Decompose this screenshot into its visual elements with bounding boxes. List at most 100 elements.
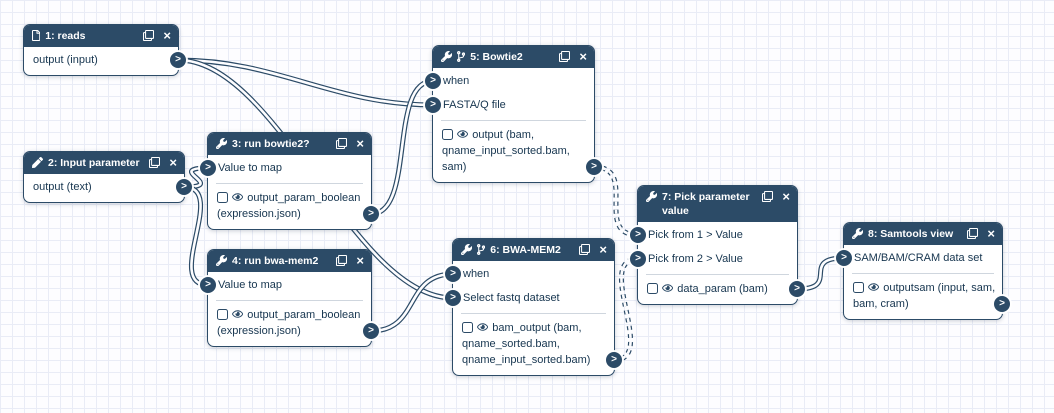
- workflow-edge[interactable]: [593, 164, 639, 238]
- close-icon: ×: [579, 49, 587, 64]
- output-connector[interactable]: >: [170, 52, 186, 68]
- output-connector[interactable]: >: [363, 323, 379, 339]
- remove-node-button[interactable]: ×: [356, 137, 364, 150]
- output-checkbox[interactable]: [853, 282, 864, 293]
- eye-icon[interactable]: [868, 280, 880, 296]
- input-label: Value to map: [218, 162, 283, 174]
- output-checkbox[interactable]: [217, 309, 228, 320]
- eye-icon[interactable]: [232, 190, 244, 206]
- output-checkbox[interactable]: [442, 129, 453, 140]
- duplicate-node-button[interactable]: [579, 244, 591, 255]
- duplicate-node-button[interactable]: [559, 51, 571, 62]
- node-8[interactable]: 8: Samtools view × >SAM/BAM/CRAM data set o…: [836, 222, 1010, 320]
- remove-node-button[interactable]: ×: [169, 156, 177, 169]
- output-checkbox[interactable]: [462, 322, 473, 333]
- node-header[interactable]: 1: reads×: [24, 25, 178, 47]
- clone-icon: [559, 51, 571, 62]
- remove-node-button[interactable]: ×: [163, 28, 171, 43]
- clone-icon: [336, 255, 348, 266]
- output-connector[interactable]: >: [363, 206, 379, 222]
- node-body: >Pick from 1 > Value>Pick from 2 > Value…: [630, 222, 805, 304]
- node-title: 8: Samtools view: [868, 228, 954, 240]
- node-header-actions: ×: [559, 49, 587, 64]
- node-title: 4: run bwa-mem2: [232, 255, 319, 267]
- input-connector[interactable]: >: [200, 160, 216, 176]
- input-label: when: [463, 268, 490, 280]
- node-7[interactable]: 7: Pick parameter value×>Pick from 1 > V…: [630, 185, 805, 305]
- node-header[interactable]: 2: Input parameter×: [24, 152, 184, 174]
- section-divider: [646, 274, 789, 275]
- clone-icon: [143, 30, 155, 41]
- input-connector[interactable]: >: [425, 73, 441, 89]
- node-output-row: output (bam, qname_input_sorted.bam, sam…: [433, 123, 602, 179]
- duplicate-node-button[interactable]: [967, 228, 979, 239]
- node-header[interactable]: 3: run bowtie2? ×: [208, 133, 371, 155]
- workflow-edge[interactable]: [613, 256, 639, 363]
- node-title: 3: run bowtie2?: [232, 138, 310, 150]
- input-connector[interactable]: >: [630, 227, 646, 243]
- input-connector[interactable]: >: [200, 277, 216, 293]
- close-icon: ×: [163, 28, 171, 43]
- input-connector[interactable]: >: [445, 266, 461, 282]
- workflow-edge[interactable]: [370, 271, 454, 334]
- output-connector[interactable]: >: [606, 352, 622, 368]
- node-2[interactable]: 2: Input parameter×output (text)>: [23, 151, 192, 203]
- node-input-row: >Value to map: [200, 273, 371, 297]
- eye-icon[interactable]: [457, 127, 469, 143]
- output-connector[interactable]: >: [994, 296, 1010, 312]
- node-header[interactable]: 6: BWA-MEM2×: [453, 239, 614, 261]
- remove-node-button[interactable]: ×: [987, 227, 995, 240]
- workflow-edge[interactable]: [177, 57, 434, 108]
- node-header-actions: ×: [143, 28, 171, 43]
- eye-icon[interactable]: [232, 307, 244, 323]
- code-branch-icon: [477, 244, 486, 255]
- workflow-edge[interactable]: [183, 165, 209, 190]
- section-divider: [461, 313, 606, 314]
- workflow-edge[interactable]: [183, 184, 209, 288]
- node-output-row: output (input)>: [24, 48, 186, 72]
- output-label: output (bam, qname_input_sorted.bam, sam…: [442, 129, 570, 173]
- output-checkbox[interactable]: [217, 192, 228, 203]
- section-divider: [216, 183, 363, 184]
- remove-node-button[interactable]: ×: [356, 254, 364, 267]
- close-icon: ×: [782, 189, 790, 204]
- input-connector[interactable]: >: [445, 290, 461, 306]
- node-input-row: >SAM/BAM/CRAM data set: [836, 246, 1002, 270]
- wrench-icon: [461, 244, 472, 255]
- eye-icon[interactable]: [477, 320, 489, 336]
- duplicate-node-button[interactable]: [149, 157, 161, 168]
- workflow-edge[interactable]: [796, 255, 845, 292]
- node-1[interactable]: 1: reads×output (input)>: [23, 24, 186, 76]
- input-connector[interactable]: >: [425, 97, 441, 113]
- output-checkbox[interactable]: [647, 283, 658, 294]
- input-connector[interactable]: >: [630, 251, 646, 267]
- output-label: data_param (bam): [677, 283, 768, 295]
- eye-icon[interactable]: [662, 281, 674, 297]
- input-label: when: [443, 75, 470, 87]
- duplicate-node-button[interactable]: [336, 138, 348, 149]
- output-connector[interactable]: >: [176, 179, 192, 195]
- input-connector[interactable]: >: [836, 250, 852, 266]
- node-input-row: >when: [425, 69, 594, 93]
- duplicate-node-button[interactable]: [336, 255, 348, 266]
- output-connector[interactable]: >: [586, 159, 602, 175]
- node-header[interactable]: 5: Bowtie2×: [433, 46, 594, 68]
- duplicate-node-button[interactable]: [762, 191, 774, 202]
- node-header[interactable]: 7: Pick parameter value×: [638, 186, 797, 222]
- node-input-row: >when: [445, 262, 614, 286]
- node-header[interactable]: 8: Samtools view ×: [844, 223, 1002, 245]
- output-label: bam_output (bam, qname_sorted.bam, qname…: [462, 322, 591, 366]
- remove-node-button[interactable]: ×: [599, 243, 607, 256]
- duplicate-node-button[interactable]: [143, 30, 155, 41]
- node-header[interactable]: 4: run bwa-mem2 ×: [208, 250, 371, 272]
- output-connector[interactable]: >: [789, 281, 805, 297]
- remove-node-button[interactable]: ×: [579, 49, 587, 64]
- node-output-row: outputsam (input, sam, bam, cram)>: [844, 276, 1010, 316]
- workflow-edge[interactable]: [370, 78, 434, 217]
- remove-node-button[interactable]: ×: [782, 189, 790, 204]
